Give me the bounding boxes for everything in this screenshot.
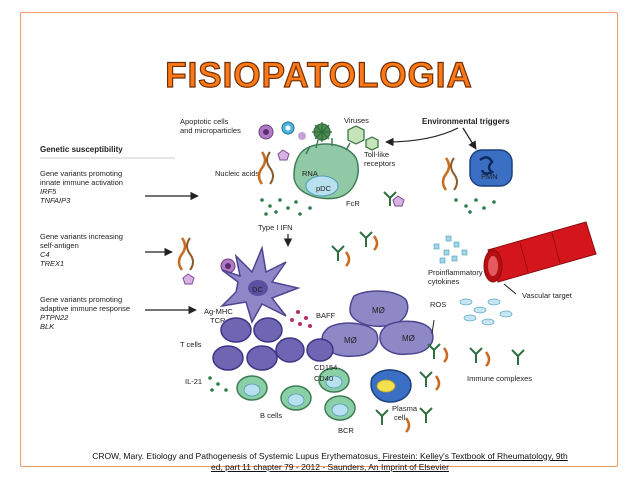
label-viruses: Viruses: [344, 116, 369, 125]
gene-irf5: IRF5: [40, 187, 57, 196]
macrophage-3: [379, 320, 434, 356]
gene-group-2-desc1: Gene variants increasing: [40, 232, 123, 241]
self-antigen-icon: [177, 237, 236, 285]
virus-icon: [312, 122, 379, 151]
dna-strand-icon: [441, 157, 458, 191]
label-plasma-2: cell: [394, 413, 406, 422]
label-tlr-2: receptors: [364, 159, 396, 168]
baff-particles: [290, 310, 312, 328]
cytokine-squares: [433, 235, 468, 264]
gene-tnfaip3: TNFAIP3: [40, 196, 71, 205]
label-proinflammatory-2: cytokines: [428, 277, 460, 286]
pdc-cell: [293, 138, 359, 200]
label-cd154: CD154: [314, 363, 337, 372]
label-baff: BAFF: [316, 311, 336, 320]
label-plasma-1: Plasma: [392, 404, 418, 413]
gene-trex1: TREX1: [40, 259, 64, 268]
gene-group-1-desc2: innate immune activation: [40, 178, 123, 187]
ifn-particles: [260, 198, 496, 216]
label-tcr: TCR: [210, 316, 226, 325]
label-nucleic-acids: Nucleic acids: [215, 169, 259, 178]
label-apoptotic-1: Apoptotic cells: [180, 117, 229, 126]
immune-complexes-cluster: [375, 343, 525, 433]
label-cd40: CD40: [314, 374, 333, 383]
label-vascular-target: Vascular target: [522, 291, 573, 300]
label-proinflammatory-1: Proinflammatory: [428, 268, 483, 277]
citation-line2[interactable]: ed, part 11 chapter 79 - 2012 - Saunders…: [211, 462, 449, 472]
label-il21: IL-21: [185, 377, 202, 386]
label-environmental: Environmental triggers: [422, 117, 510, 126]
apoptotic-cells-icon: [258, 121, 306, 140]
vascular-pointer: [503, 283, 517, 295]
label-immune-complexes: Immune complexes: [467, 374, 532, 383]
citation-part1: CROW, Mary. Etiology and Pathogenesis of…: [92, 451, 378, 461]
label-ros: ROS: [430, 300, 446, 309]
label-ag-mhc: Ag-MHC: [204, 307, 233, 316]
macrophage-1: [349, 290, 409, 328]
page-title: FISIOPATOLOGIA: [165, 55, 473, 95]
plasma-cell: [370, 369, 412, 403]
label-pmn: PMN: [481, 172, 498, 181]
ros-pointer: [431, 319, 435, 335]
gene-group-3-desc2: adaptive immune response: [40, 304, 130, 313]
citation: CROW, Mary. Etiology and Pathogenesis of…: [60, 451, 600, 473]
label-tlr-1: Toll-like: [364, 150, 389, 159]
gene-c4: C4: [40, 250, 50, 259]
macrophage-2: [321, 322, 379, 358]
label-rna: RNA: [302, 169, 318, 178]
vascular-target: [483, 221, 597, 283]
gene-blk: BLK: [40, 322, 55, 331]
label-pdc: pDC: [316, 184, 332, 193]
label-fcr: FcR: [346, 199, 360, 208]
gene-group-2-desc2: self-antigen: [40, 241, 79, 250]
arrow-environmental: [385, 127, 459, 147]
gene-group-1-desc1: Gene variants promoting: [40, 169, 122, 178]
label-macrophage-3: MØ: [402, 334, 415, 343]
nucleic-acid-icon: [257, 149, 290, 185]
label-t-cells: T cells: [180, 340, 202, 349]
t-cells: [212, 317, 334, 371]
ros-ellipses: [459, 298, 513, 326]
label-bcr: BCR: [338, 426, 354, 435]
dendritic-cell: [219, 245, 301, 324]
label-dc: DC: [252, 285, 263, 294]
immune-complex-icon: [383, 191, 405, 207]
arrow-environmental-pmn: [462, 127, 477, 150]
b-cell-nuclei: [243, 375, 349, 417]
label-apoptotic-2: and microparticles: [180, 126, 241, 135]
pmn-cell: [469, 149, 513, 187]
label-type-i-ifn: Type I IFN: [258, 223, 293, 232]
gene-ptpn22: PTPN22: [40, 313, 69, 322]
il21-particles: [208, 376, 228, 392]
label-b-cells: B cells: [260, 411, 282, 420]
genetic-heading: Genetic susceptibility: [40, 145, 123, 154]
slide-frame: [20, 12, 618, 467]
label-macrophage-2: MØ: [344, 336, 357, 345]
gene-group-3-desc1: Gene variants promoting: [40, 295, 122, 304]
label-macrophage-1: MØ: [372, 306, 385, 315]
antibody-cluster-icon: [331, 231, 379, 267]
citation-link[interactable]: . Firestein: Kelley's Textbook of Rheuma…: [377, 451, 568, 461]
